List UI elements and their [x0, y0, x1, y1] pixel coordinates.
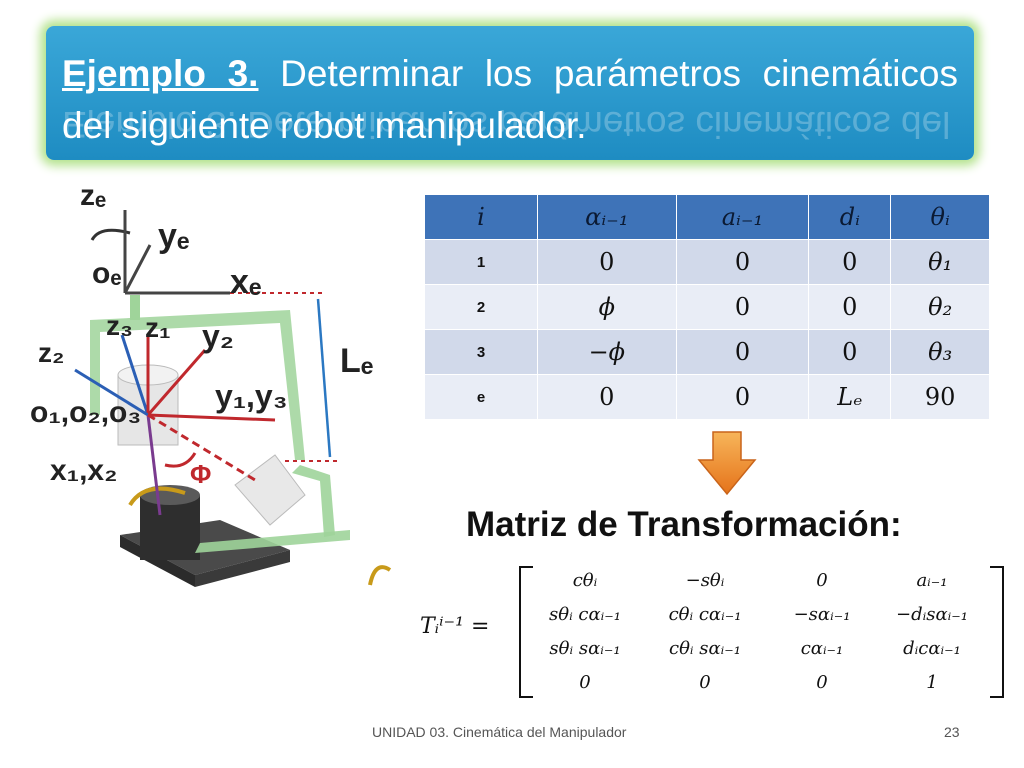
cell-index: e — [424, 374, 538, 420]
label-phi: Φ — [190, 459, 211, 489]
table-row: 1 0 0 0 θ₁ — [424, 239, 990, 285]
footer-text: UNIDAD 03. Cinemática del Manipulador — [372, 724, 627, 740]
cell-alpha: ϕ — [537, 284, 677, 330]
matrix-cell: −sθᵢ — [685, 569, 725, 591]
joint-cylinder-arm — [234, 454, 306, 526]
matrix-cell: cθᵢ — [572, 569, 598, 591]
cell-index: 2 — [424, 284, 538, 330]
cell-theta: θ₃ — [890, 329, 990, 375]
header-i: i — [424, 194, 538, 240]
matrix-cell: −dᵢsαᵢ₋₁ — [896, 603, 968, 625]
link-green-main — [195, 530, 350, 553]
cell-theta: θ₂ — [890, 284, 990, 330]
matrix-bracket-right — [990, 566, 1004, 698]
axis-z3 — [120, 334, 150, 416]
label-ze: zₑ — [80, 179, 106, 212]
example-label: Ejemplo 3. — [62, 53, 259, 94]
slide-title: Ejemplo 3. Determinar los parámetros cin… — [62, 48, 958, 152]
header-theta: θᵢ — [890, 194, 990, 240]
dimension-le-arrow — [316, 298, 332, 458]
header-d: dᵢ — [808, 194, 892, 240]
matrix-cell: 0 — [699, 671, 711, 693]
cell-d: 0 — [808, 284, 892, 330]
label-o123: o₁,o₂,o₃ — [30, 396, 141, 429]
label-z3: z₃ — [106, 310, 133, 341]
matrix-cell: sθᵢ cαᵢ₋₁ — [549, 603, 621, 625]
axis-y2 — [146, 349, 207, 416]
cell-a: 0 — [675, 329, 810, 375]
matrix-cell: 0 — [579, 671, 591, 693]
robot-base-plate-side — [120, 535, 195, 587]
label-z2: z₂ — [38, 337, 64, 368]
cell-index: 3 — [424, 329, 538, 375]
title-reflection: Ejemplo 3. Determinar los parámetros cin… — [62, 110, 951, 145]
header-alpha: αᵢ₋₁ — [537, 194, 677, 240]
matrix-title: Matriz de Transformación: — [466, 505, 902, 544]
label-y1y3: y₁,y₃ — [215, 378, 288, 414]
table-row: e 0 0 Lₑ 90 — [424, 374, 990, 420]
cell-a: 0 — [675, 374, 810, 420]
label-ye: yₑ — [158, 217, 190, 255]
robot-base-plate-front — [195, 550, 290, 587]
link-green-arm — [292, 465, 335, 537]
matrix-cell: 0 — [816, 569, 828, 591]
matrix-cell: 0 — [816, 671, 828, 693]
matrix-cell: cθᵢ cαᵢ₋₁ — [668, 603, 742, 625]
robot-manipulator-figure: zₑ yₑ oₑ xₑ z₃ z₁ y₂ z₂ Lₑ y₁,y₃ o₁,o₂,o… — [30, 179, 392, 587]
cell-alpha: −ϕ — [537, 329, 677, 375]
cell-d: 0 — [808, 329, 892, 375]
matrix-cell: sθᵢ sαᵢ₋₁ — [549, 637, 621, 659]
matrix-cell: cθᵢ sαᵢ₋₁ — [669, 637, 741, 659]
phi-angle-arc — [164, 452, 197, 468]
axis-z2 — [74, 368, 149, 417]
label-z1: z₁ — [145, 312, 171, 343]
rotation-arrow-end — [368, 565, 392, 586]
cell-alpha: 0 — [537, 239, 677, 285]
rotation-arrow-base — [128, 486, 186, 507]
link-green-column — [130, 295, 140, 320]
matrix-bracket-left — [519, 566, 533, 698]
label-le: Lₑ — [340, 342, 374, 380]
transformation-matrix: cθᵢ −sθᵢ 0 aᵢ₋₁ sθᵢ cαᵢ₋₁ cθᵢ cαᵢ₋₁ −sαᵢ… — [530, 563, 990, 699]
matrix-cell: aᵢ₋₁ — [916, 569, 948, 591]
robot-base-cylinder — [140, 495, 200, 560]
label-oe: oₑ — [92, 257, 122, 290]
axis-x1x2 — [146, 414, 162, 516]
axis-y1y3 — [147, 413, 276, 422]
title-banner: Ejemplo 3. Determinar los parámetros cin… — [46, 26, 974, 160]
cell-index: 1 — [424, 239, 538, 285]
cell-theta: 90 — [890, 374, 990, 420]
cell-alpha: 0 — [537, 374, 677, 420]
down-arrow-icon — [697, 431, 757, 496]
matrix-cell: dᵢcαᵢ₋₁ — [903, 637, 961, 659]
matrix-cell: 1 — [926, 671, 938, 693]
matrix-cell: −sαᵢ₋₁ — [793, 603, 851, 625]
matrix-cell: cαᵢ₋₁ — [800, 637, 844, 659]
matrix-lhs: Tᵢⁱ⁻¹ = — [420, 614, 490, 639]
axis-ye — [123, 244, 152, 294]
header-a: aᵢ₋₁ — [675, 194, 810, 240]
label-xe: xₑ — [230, 263, 262, 301]
title-statement: Determinar los parámetros cinemáticos de… — [62, 53, 958, 146]
table-row: 2 ϕ 0 0 θ₂ — [424, 284, 990, 330]
cell-d: Lₑ — [808, 374, 892, 420]
cell-a: 0 — [675, 239, 810, 285]
label-x1x2: x₁,x₂ — [50, 454, 117, 487]
dh-parameter-table: i αᵢ₋₁ aᵢ₋₁ dᵢ θᵢ 1 0 0 0 θ₁ 2 ϕ 0 0 θ₂ … — [424, 194, 990, 420]
link-green-upper — [90, 310, 305, 460]
cell-d: 0 — [808, 239, 892, 285]
cell-a: 0 — [675, 284, 810, 330]
table-row: 3 −ϕ 0 0 θ₃ — [424, 329, 990, 375]
table-header-row: i αᵢ₋₁ aᵢ₋₁ dᵢ θᵢ — [424, 194, 990, 240]
cell-theta: θ₁ — [890, 239, 990, 285]
label-y2: y₂ — [202, 318, 234, 354]
page-number: 23 — [944, 724, 960, 740]
axis-dashed — [147, 413, 256, 482]
